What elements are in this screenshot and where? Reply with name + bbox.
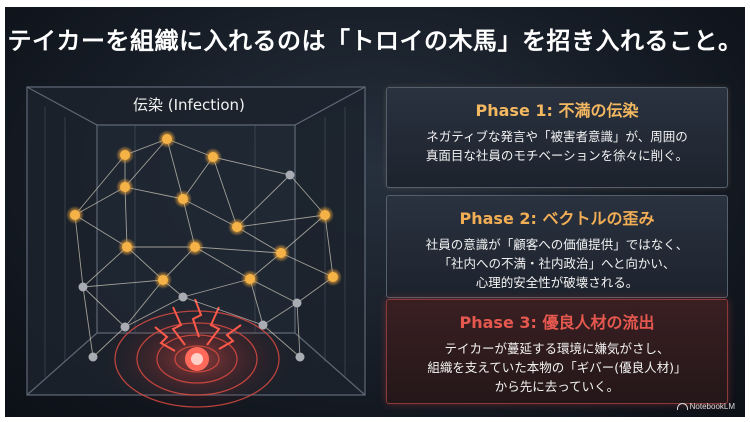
healthy-node — [276, 248, 286, 258]
brand-label: NotebookLM — [689, 402, 735, 411]
phase-3-line-2: 組織を支えていた本物の「ギバー(優良人材)」 — [427, 360, 687, 375]
healthy-node — [328, 272, 338, 282]
network-edge — [236, 174, 291, 228]
network-edge — [124, 279, 164, 328]
network-edge — [324, 214, 334, 278]
network-edge — [124, 186, 128, 248]
healthy-node — [70, 210, 80, 220]
network-edge — [82, 286, 94, 358]
network-edges — [74, 138, 334, 358]
network-edge — [262, 302, 298, 326]
network-edge — [124, 138, 168, 188]
infection-diagram — [26, 86, 366, 414]
phase-3-line-1: テイカーが蔓延する環境に嫌気がさし、 — [444, 341, 670, 356]
healthy-node — [178, 194, 188, 204]
healthy-node — [122, 242, 132, 252]
infected-node — [292, 298, 302, 308]
phase-1-line-1: ネガティブな発言や「被害者意識」が、周囲の — [426, 129, 688, 144]
network-edge — [92, 326, 126, 358]
healthy-node — [320, 210, 330, 220]
network-edge — [296, 302, 301, 358]
healthy-node — [158, 275, 168, 285]
phase-3-line-3: から先に去っていく。 — [494, 379, 620, 394]
phase-1-card: Phase 1: 不満の伝染 ネガティブな発言や「被害者意識」が、周囲の 真面目… — [386, 87, 728, 188]
infected-node — [88, 352, 98, 362]
healthy-node — [190, 242, 200, 252]
healthy-node — [232, 222, 242, 232]
network-edge — [182, 198, 238, 228]
network-edge — [82, 286, 126, 328]
healthy-node — [245, 274, 255, 284]
phase-2-line-1: 社員の意識が「顧客への価値提供」ではなく、 — [425, 237, 689, 252]
page-title: テイカーを組織に入れるのは「トロイの木馬」を招き入れること。 — [7, 27, 743, 55]
healthy-node — [162, 134, 172, 144]
phase-3-heading: Phase 3: 優良人材の流出 — [459, 313, 655, 332]
infected-node — [178, 292, 188, 302]
network-edge — [182, 278, 251, 298]
network-edge — [124, 186, 184, 200]
infection-source — [102, 298, 292, 414]
phase-1-line-2: 真面目な社員のモチベーションを徐々に削ぐ。 — [425, 148, 689, 163]
phase-2-line-2: 「社内への不満・社内政治」へと向かい、 — [438, 256, 676, 271]
network-edge — [74, 154, 126, 216]
network-edge — [212, 156, 291, 176]
phase-2-card: Phase 2: ベクトルの歪み 社員の意識が「顧客への価値提供」ではなく、 「… — [386, 195, 728, 298]
network-edge — [236, 214, 326, 228]
network-edge — [74, 214, 84, 288]
network-edge — [166, 138, 184, 200]
network-edge — [212, 156, 238, 228]
network-edge — [262, 324, 301, 358]
network-edge — [82, 279, 164, 288]
network-edge — [182, 296, 264, 326]
phase-3-card: Phase 3: 優良人材の流出 テイカーが蔓延する環境に嫌気がさし、 組織を支… — [386, 299, 728, 404]
infected-node — [295, 352, 305, 362]
phase-2-heading: Phase 2: ベクトルの歪み — [459, 209, 655, 228]
slide: テイカーを組織に入れるのは「トロイの木馬」を招き入れること。 伝染 (Infec… — [5, 7, 745, 417]
network-edge — [124, 296, 184, 328]
infected-node — [258, 320, 268, 330]
brand-mark: NotebookLM — [676, 402, 735, 411]
phase-1-heading: Phase 1: 不満の伝染 — [475, 101, 639, 120]
phase-2-line-3: 心理的安全性が破壊される。 — [475, 275, 639, 290]
network-edge — [194, 246, 282, 254]
network-nodes — [66, 130, 342, 362]
diagram-label: 伝染 (Infection) — [133, 96, 245, 114]
healthy-node — [120, 150, 130, 160]
infected-node — [78, 282, 88, 292]
infected-node — [285, 170, 295, 180]
healthy-node — [208, 152, 218, 162]
healthy-node — [120, 182, 130, 192]
infected-node — [120, 322, 130, 332]
network-edge — [74, 214, 128, 248]
network-edge — [74, 186, 126, 216]
network-edge — [82, 246, 128, 288]
network-edge — [194, 246, 251, 280]
network-edge — [280, 214, 326, 254]
network-edge — [280, 252, 334, 278]
notebooklm-logo-icon — [676, 403, 688, 411]
